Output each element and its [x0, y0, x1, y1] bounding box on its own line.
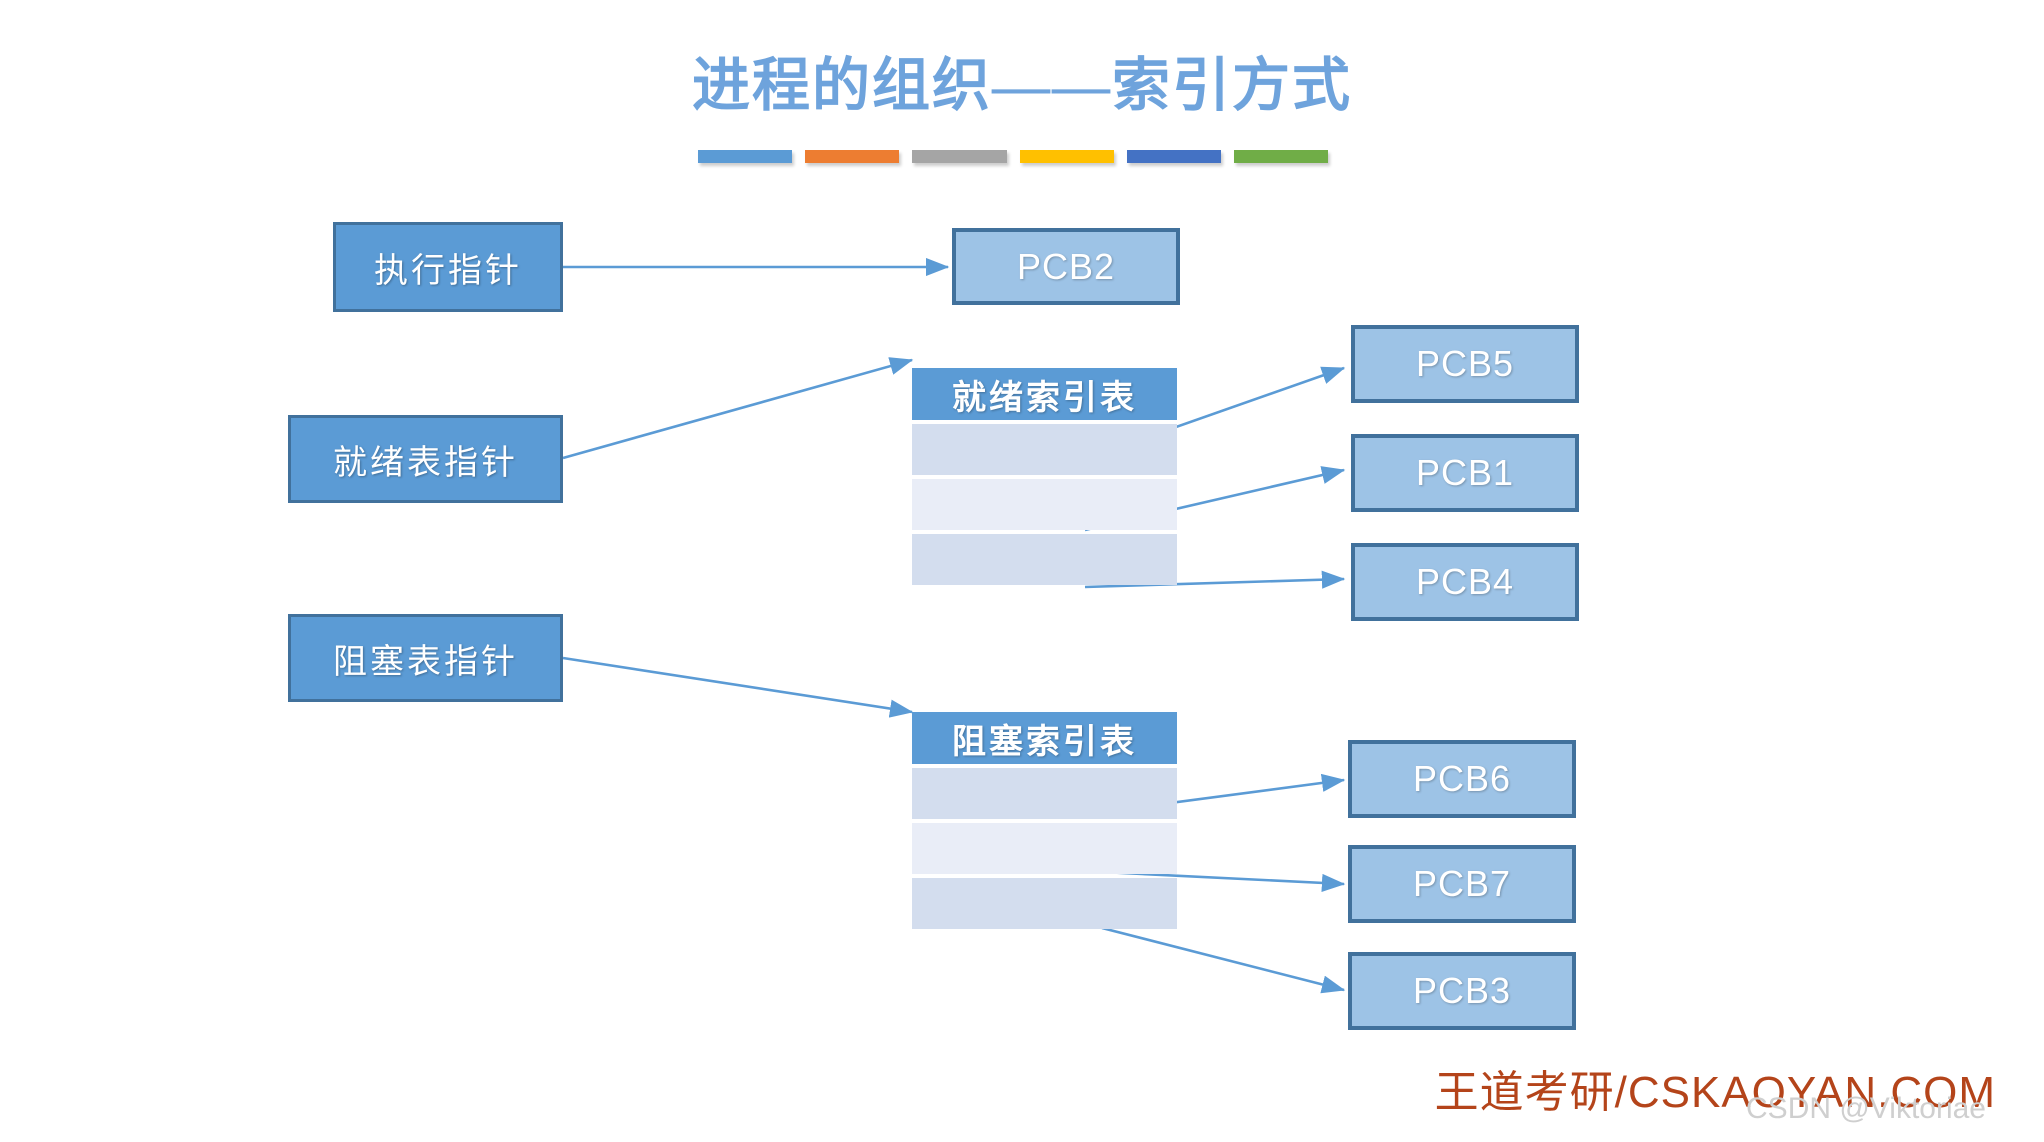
index-table-ready-row-1[interactable] — [912, 424, 1177, 475]
accent-bar-yellow — [1019, 150, 1114, 163]
pcb-box-pcb2[interactable]: PCB2 — [952, 228, 1180, 305]
index-table-blocked-row-3[interactable] — [912, 878, 1177, 929]
page-title: 进程的组织——索引方式 — [691, 53, 1352, 118]
footer-brand-text: 王道考研/CSKAOYAN.COM — [1434, 1068, 1996, 1117]
accent-bar-strip — [698, 150, 1329, 166]
index-table-ready-header: 就绪索引表 — [912, 368, 1177, 420]
pointer-box-blocked-list-label: 阻塞表指针 — [333, 643, 518, 681]
pointer-box-exec-label: 执行指针 — [374, 252, 522, 290]
pcb-box-pcb2-label: PCB2 — [1016, 245, 1116, 287]
pointer-box-blocked-list[interactable]: 阻塞表指针 — [288, 614, 563, 702]
pcb-box-pcb7-label: PCB7 — [1412, 863, 1512, 904]
index-table-blocked-header: 阻塞索引表 — [912, 712, 1177, 764]
index-table-ready-row-2[interactable] — [912, 479, 1177, 530]
pointer-box-ready-list[interactable]: 就绪表指针 — [288, 415, 563, 503]
pointer-box-ready-list-label: 就绪表指针 — [333, 444, 518, 482]
pcb-box-pcb6-label: PCB6 — [1412, 758, 1512, 799]
index-table-blocked: 阻塞索引表 — [912, 712, 1177, 929]
index-table-blocked-row-2[interactable] — [912, 823, 1177, 874]
accent-bar-orange — [805, 150, 900, 163]
pcb-box-pcb7[interactable]: PCB7 — [1348, 845, 1576, 923]
pcb-box-pcb4[interactable]: PCB4 — [1351, 543, 1579, 621]
pcb-box-pcb1[interactable]: PCB1 — [1351, 434, 1579, 512]
pcb-box-pcb3[interactable]: PCB3 — [1348, 952, 1576, 1030]
pcb-box-pcb4-label: PCB4 — [1415, 561, 1515, 602]
index-table-ready: 就绪索引表 — [912, 368, 1177, 585]
accent-bar-green — [1233, 150, 1329, 163]
pcb-box-pcb3-label: PCB3 — [1412, 970, 1512, 1011]
arrow-ready-ptr-to-ready-table — [562, 357, 914, 460]
accent-bar-blue-light — [698, 150, 793, 163]
pcb-box-pcb6[interactable]: PCB6 — [1348, 740, 1576, 818]
arrow-blocked-ptr-to-blocked-table — [562, 656, 914, 718]
pcb-box-pcb1-label: PCB1 — [1415, 452, 1515, 493]
csdn-watermark: CSDN @Viktoriae — [1746, 1092, 1986, 1125]
pcb-box-pcb5-label: PCB5 — [1415, 343, 1515, 384]
accent-bar-gray — [912, 150, 1007, 163]
pointer-box-exec[interactable]: 执行指针 — [333, 222, 563, 312]
pcb-box-pcb5[interactable]: PCB5 — [1351, 325, 1579, 403]
arrow-blocked-row3-to-pcb3 — [1101, 926, 1346, 994]
accent-bar-blue-dark — [1126, 150, 1221, 163]
index-table-ready-row-3[interactable] — [912, 534, 1177, 585]
index-table-blocked-row-1[interactable] — [912, 768, 1177, 819]
